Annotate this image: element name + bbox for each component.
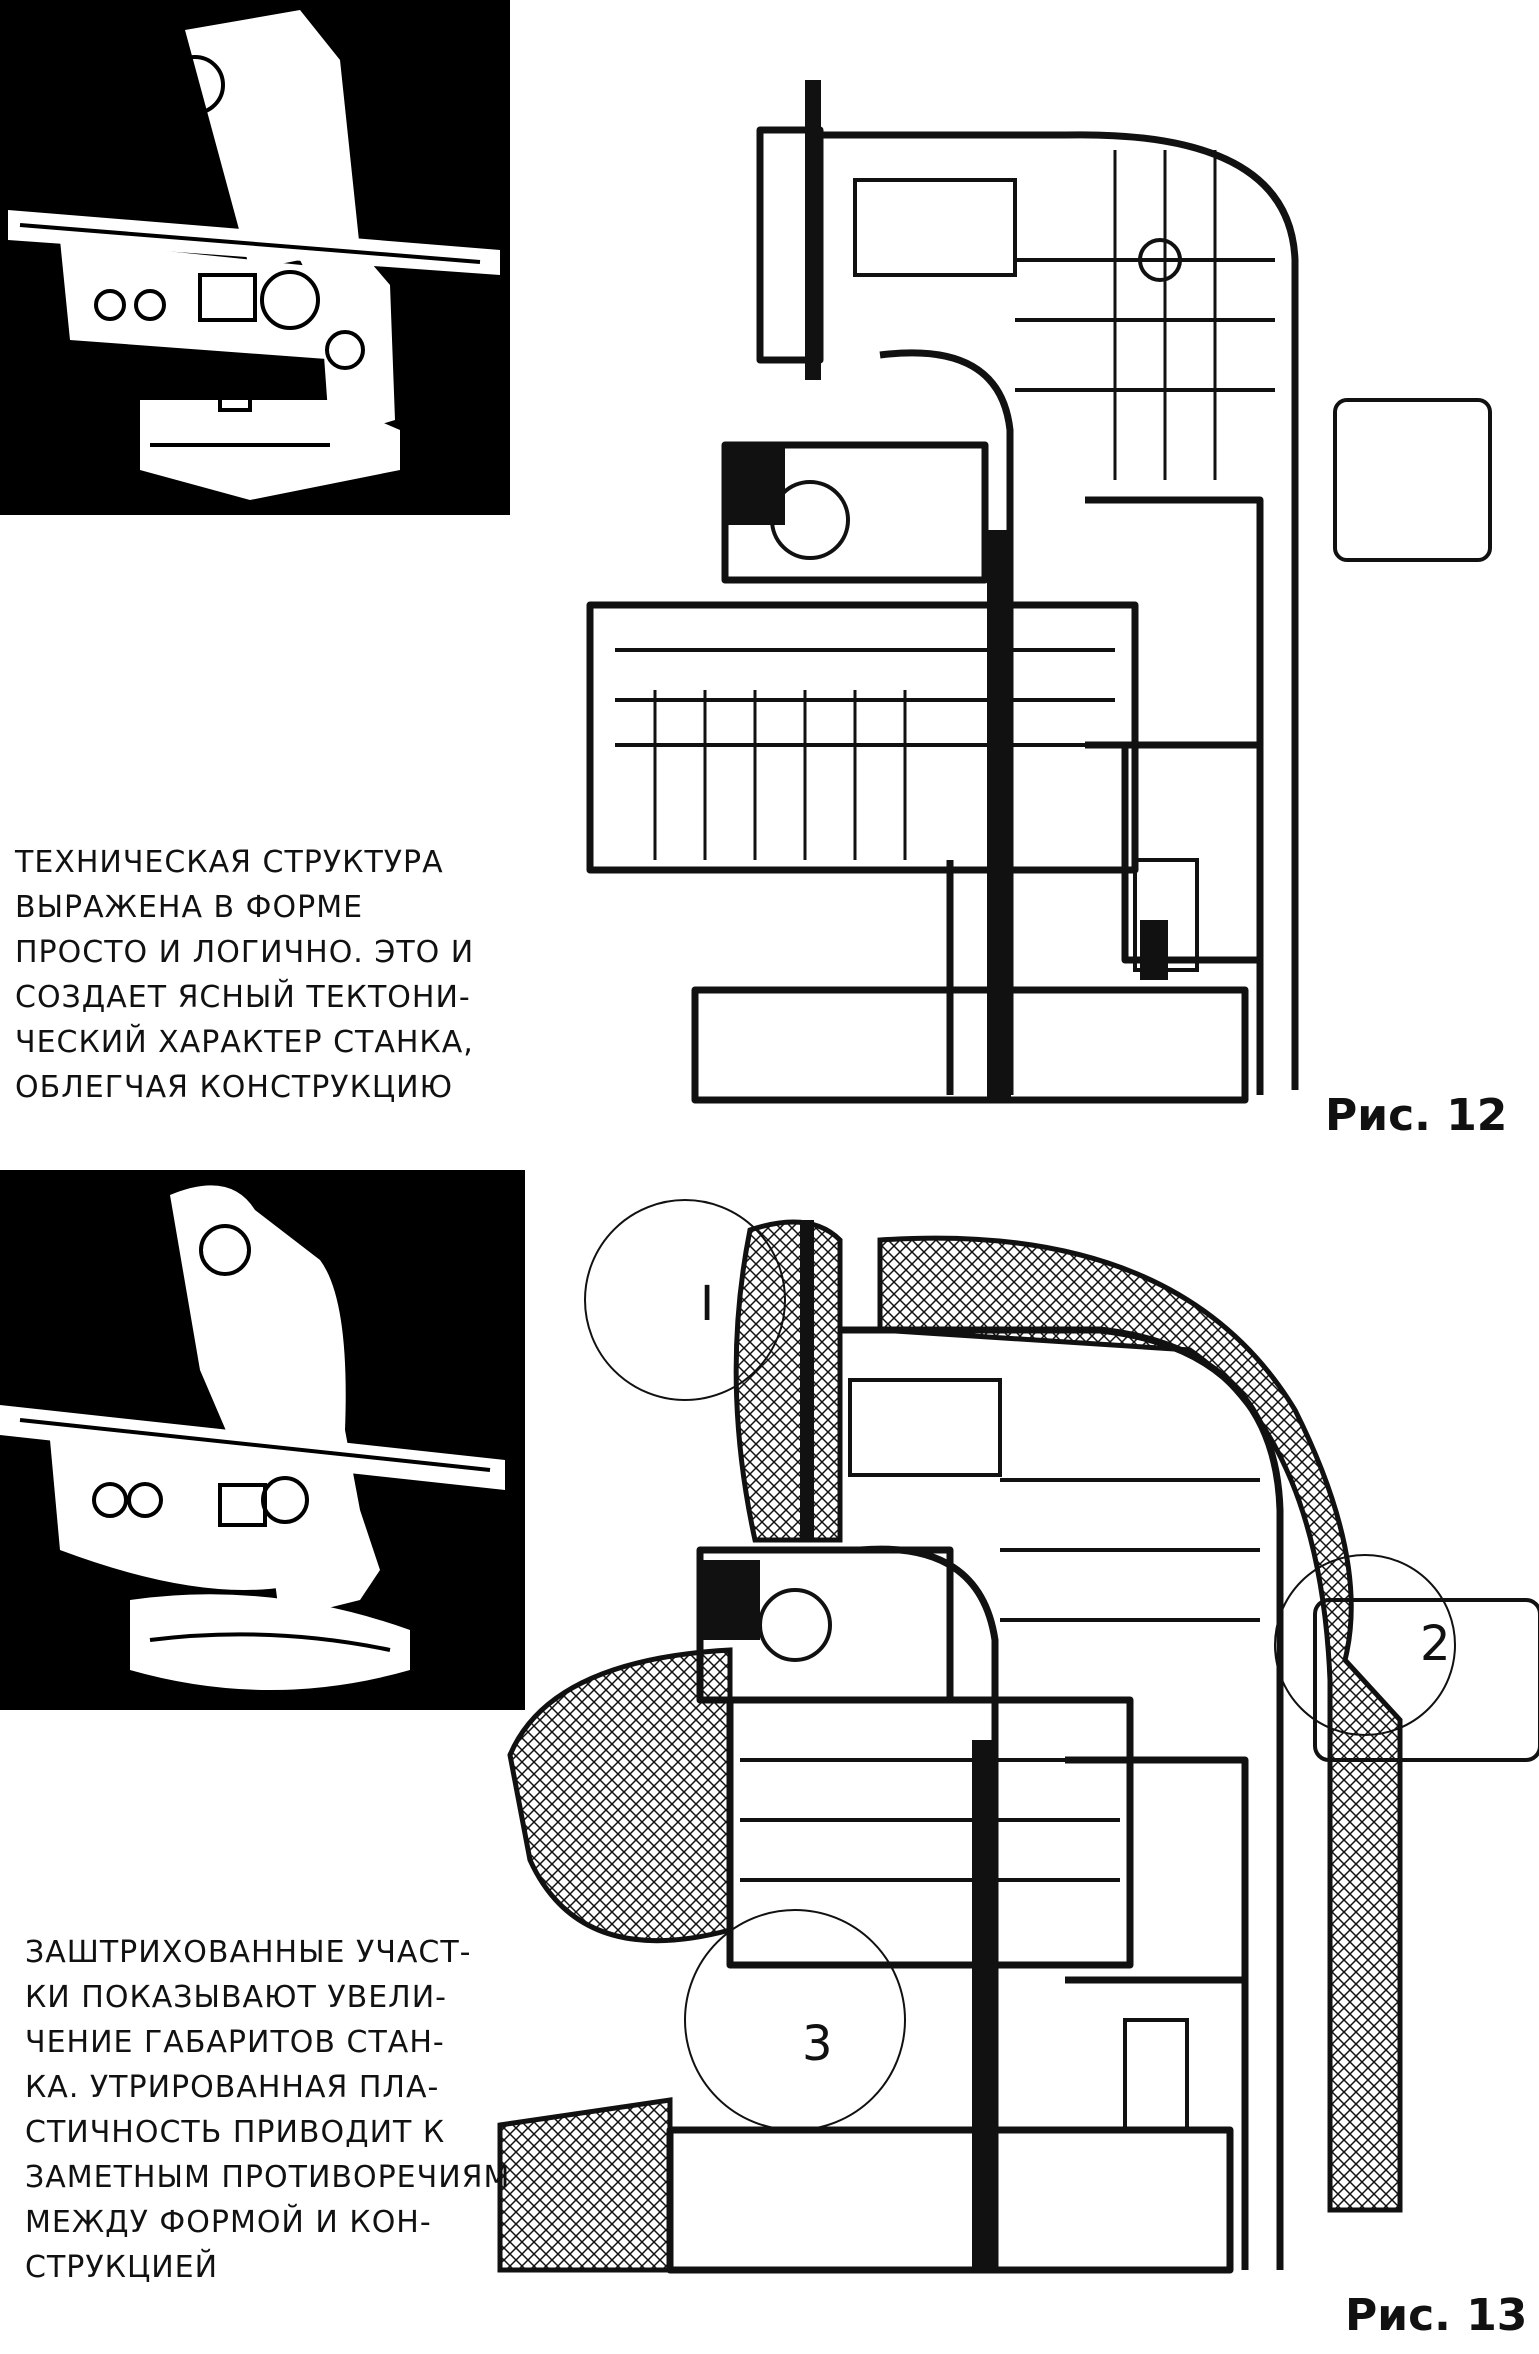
- fig13-callout-3: 3: [802, 2016, 833, 2072]
- fig13-machine-photo: [0, 1170, 525, 1710]
- fig13-callout-1: I: [700, 1276, 714, 1332]
- fig13-callout-2: 2: [1420, 1616, 1451, 1672]
- fig13-label: Рис. 13: [1345, 2290, 1528, 2341]
- fig12-caption: ТЕХНИЧЕСКАЯ СТРУКТУРА ВЫРАЖЕНА В ФОРМЕ П…: [15, 845, 475, 1105]
- fig12-cross-section-drawing: [555, 0, 1500, 1110]
- fig13-caption: ЗАШТРИХОВАННЫЕ УЧАСТ- КИ ПОКАЗЫВАЮТ УВЕЛ…: [25, 1935, 511, 2285]
- fig12-label: Рис. 12: [1325, 1090, 1508, 1141]
- fig13-cross-section-drawing: I 2 3: [497, 1180, 1539, 2290]
- fig12-machine-photo: [0, 0, 510, 515]
